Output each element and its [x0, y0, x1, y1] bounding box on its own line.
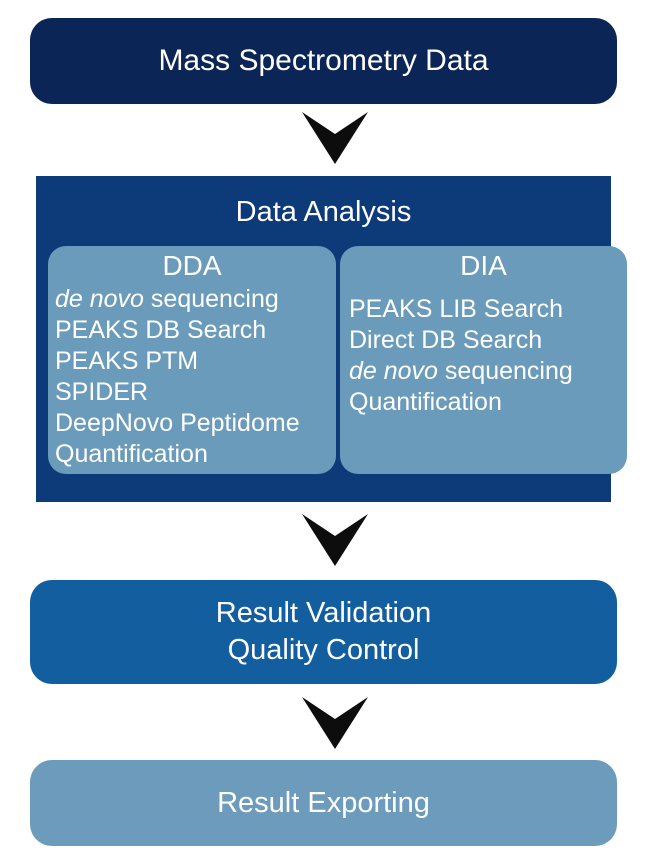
result-exporting-box: Result Exporting — [30, 760, 617, 846]
result-exporting-label: Result Exporting — [217, 786, 430, 819]
data-analysis-box: Data Analysis DDA de novo sequencing PEA… — [36, 176, 627, 502]
mass-spectrometry-data-box: Mass Spectrometry Data — [30, 18, 617, 104]
list-item: Quantification — [55, 440, 208, 468]
dda-list: de novo sequencing PEAKS DB Search PEAKS… — [48, 284, 336, 470]
data-analysis-title: Data Analysis — [235, 196, 412, 228]
list-item: Direct DB Search — [349, 326, 543, 354]
chevron-down-icon — [302, 697, 368, 749]
mass-spectrometry-data-label: Mass Spectrometry Data — [158, 44, 489, 77]
dda-title: DDA — [162, 250, 222, 281]
list-item: de novo sequencing — [349, 357, 573, 385]
list-item: DeepNovo Peptidome — [55, 409, 300, 437]
dia-title: DIA — [460, 250, 507, 281]
result-validation-label: Result Validation — [215, 597, 432, 629]
dia-list: PEAKS LIB Search Direct DB Search de nov… — [340, 294, 627, 418]
list-item: PEAKS LIB Search — [349, 295, 564, 323]
chevron-down-icon — [302, 112, 368, 164]
dda-panel: DDA de novo sequencing PEAKS DB Search P… — [48, 246, 336, 474]
dia-panel: DIA PEAKS LIB Search Direct DB Search de… — [340, 246, 627, 474]
list-item: SPIDER — [55, 378, 149, 406]
quality-control-label: Quality Control — [227, 634, 420, 666]
list-item: PEAKS PTM — [55, 347, 199, 375]
result-validation-box: Result Validation Quality Control — [30, 580, 617, 684]
list-item: de novo sequencing — [55, 285, 279, 313]
chevron-down-icon — [302, 514, 368, 566]
list-item: Quantification — [349, 388, 502, 416]
list-item: PEAKS DB Search — [55, 316, 267, 344]
